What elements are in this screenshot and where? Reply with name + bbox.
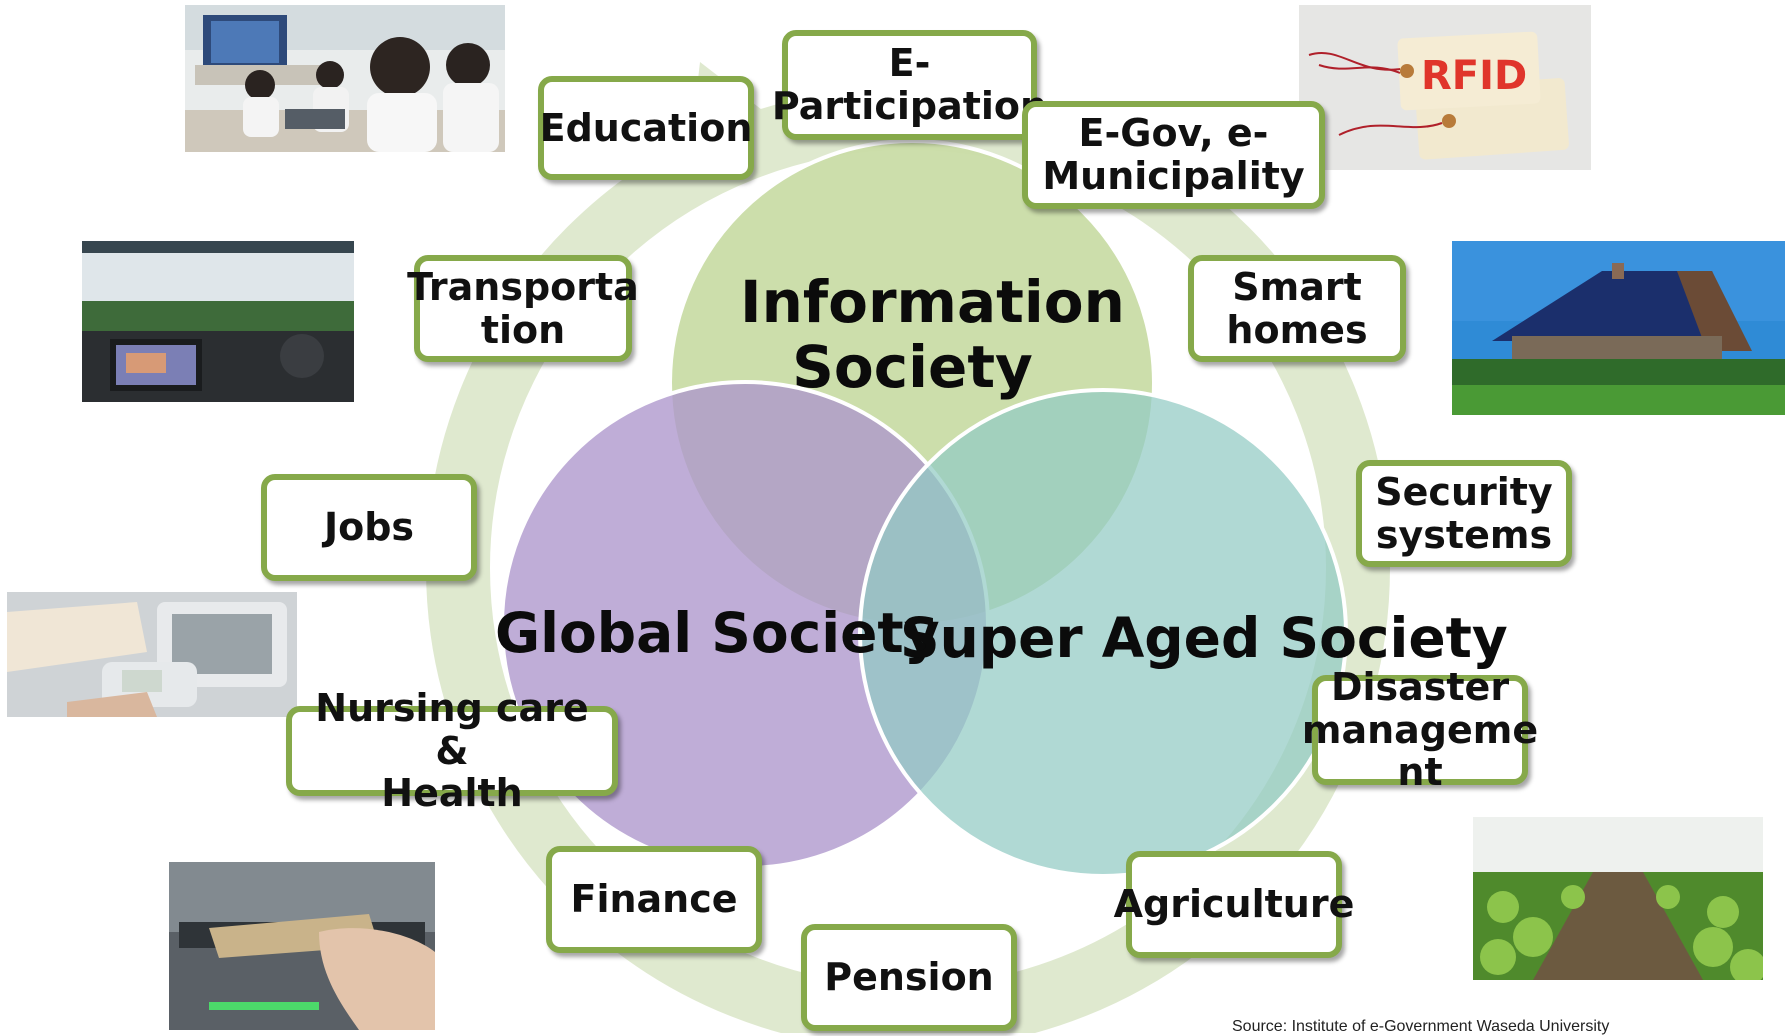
rfid-tag-photo: RFID [1299, 5, 1591, 170]
topic-finance: Finance [546, 846, 762, 953]
topic-education: Education [538, 76, 754, 180]
topic-e-gov-e-municipality: E-Gov, e- Municipality [1022, 101, 1325, 209]
super-aged-society-circle [858, 388, 1348, 878]
information-society-label: Information Society [740, 268, 1125, 401]
classroom-photo [185, 5, 505, 152]
global-society-label: Global Society [495, 601, 940, 665]
topic-smart-homes: Smart homes [1188, 255, 1406, 362]
car-navigation-photo [82, 241, 354, 402]
source-note: Source: Institute of e-Government Waseda… [1232, 1018, 1610, 1035]
atm-card-photo [169, 862, 435, 1030]
super-aged-society-label: Super Aged Society [900, 606, 1508, 670]
rfid-tag-text: RFID [1421, 53, 1528, 99]
blood-pressure-monitor-photo [7, 592, 297, 717]
topic-agriculture: Agriculture [1114, 851, 1354, 958]
topic-pension: Pension [801, 924, 1017, 1031]
topic-e-participation: E- Participation [772, 30, 1047, 140]
topic-jobs: Jobs [261, 474, 477, 581]
greenhouse-crops-photo [1473, 817, 1763, 980]
solar-house-photo [1452, 241, 1785, 415]
topic-security-systems: Security systems [1356, 460, 1572, 567]
topic-transportation: Transporta tion [407, 255, 639, 362]
topic-nursing-care-health: Nursing care & Health [286, 687, 618, 815]
topic-disaster-management: Disaster manageme nt [1301, 665, 1539, 795]
